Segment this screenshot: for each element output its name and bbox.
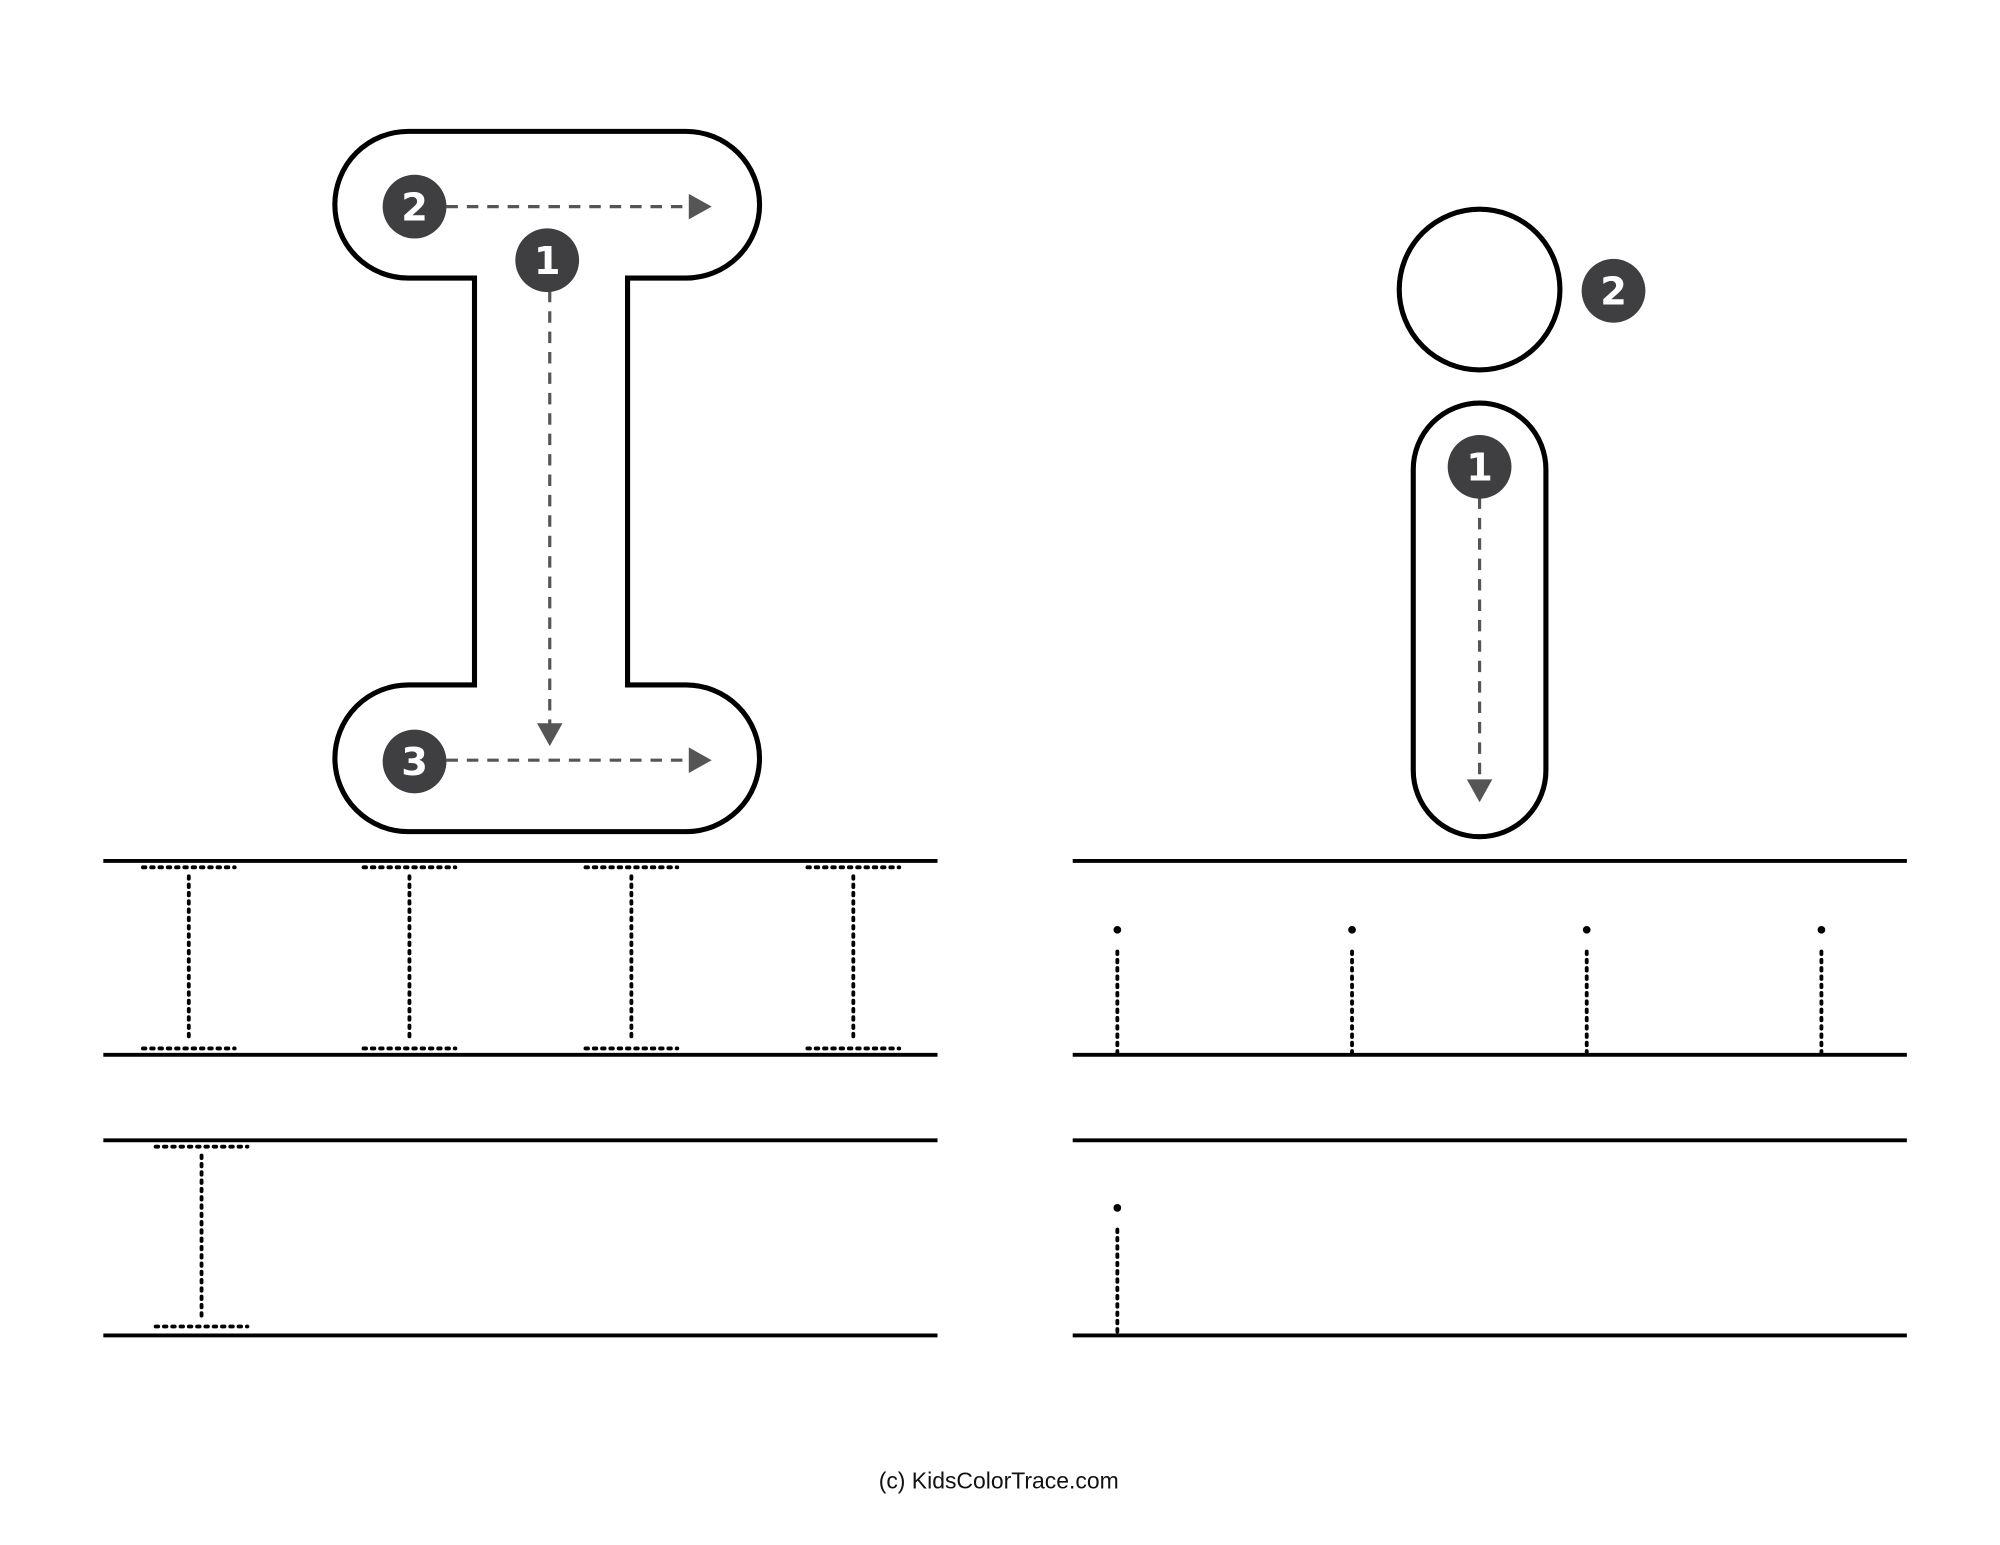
badge-number: 1 <box>1466 446 1493 491</box>
arrowhead-icon <box>688 747 712 773</box>
uppercase-stroke-guides <box>446 205 692 762</box>
arrowhead-icon <box>688 193 712 220</box>
footer-credit: (c) KidsColorTrace.com <box>879 1467 1119 1493</box>
uppercase-letter-outline <box>332 128 763 835</box>
badge-number: 3 <box>401 740 428 785</box>
arrowheads <box>536 193 712 773</box>
badge-number: 2 <box>1600 270 1627 315</box>
trace-lowercase-i-dot <box>1817 926 1826 934</box>
badge-stroke-1: 1 <box>1447 434 1512 499</box>
trace-lowercase-i-dot <box>1113 1204 1122 1212</box>
trace-lowercase-i-dot <box>1113 926 1122 934</box>
practice-lines <box>103 859 1907 1338</box>
badge-number: 1 <box>534 239 561 284</box>
trace-lowercase-i-dot <box>1582 926 1591 934</box>
badge-stroke-2: 2 <box>382 174 447 239</box>
badge-stroke-2: 2 <box>1581 258 1646 323</box>
badge-number: 2 <box>401 185 428 230</box>
badge-stroke-3: 3 <box>382 729 447 794</box>
arrowhead-icon <box>536 723 563 747</box>
tracing-letters <box>140 865 1826 1335</box>
badge-stroke-1: 1 <box>515 228 580 293</box>
arrowhead-icon <box>1466 779 1493 803</box>
lowercase-dot-outline <box>1396 206 1563 373</box>
trace-lowercase-i-dot <box>1348 926 1356 934</box>
